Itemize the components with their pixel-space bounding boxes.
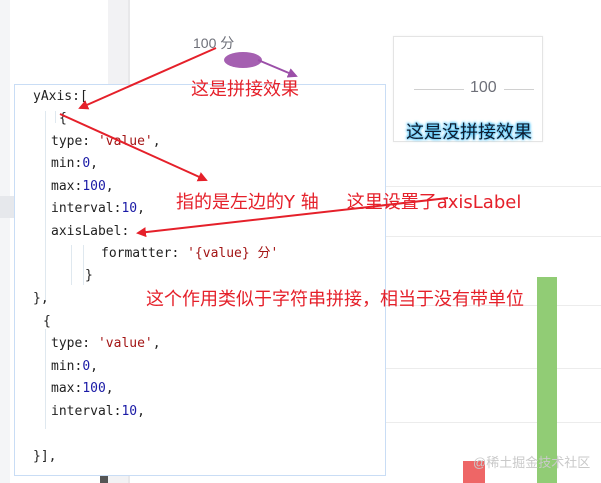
code-line: axisLabel: (51, 224, 130, 239)
annotation-concat-effect: 这是拼接效果 (191, 79, 299, 100)
code-line: yAxis:[ (33, 89, 88, 104)
right-axis-preview: 100 (393, 36, 543, 142)
annotation-set-axis-label: 这里设置了axisLabel (346, 192, 522, 213)
grid-line (386, 186, 601, 187)
indent-guide (45, 329, 46, 429)
code-key: interval: (51, 201, 122, 216)
annotation-no-concat-effect: 这是没拼接效果 (406, 122, 532, 143)
code-punct: , (137, 201, 145, 216)
code-punct: , (105, 381, 114, 396)
annotation-string-concat: 这个作用类似于字符串拼接，相当于没有带单位 (146, 289, 524, 310)
code-line: min:0, (51, 156, 98, 172)
code-punct: , (152, 336, 161, 351)
code-line: interval:10, (51, 404, 145, 420)
indent-guide (55, 111, 56, 123)
code-line: type: 'value', (51, 336, 161, 352)
grid-line (386, 236, 601, 237)
code-line: max:100, (51, 381, 114, 397)
code-key: type: (51, 134, 98, 149)
grid-line (386, 422, 601, 423)
code-line: interval:10, (51, 201, 145, 217)
arrow-to-blob (257, 59, 298, 78)
axis-tick-line (414, 89, 464, 90)
grid-line (386, 368, 601, 369)
code-key: min: (51, 156, 83, 171)
watermark: @稀土掘金技术社区 (473, 455, 591, 470)
indent-guide (45, 111, 46, 301)
left-edge-band (0, 196, 14, 218)
green-bar (537, 277, 557, 483)
code-number: 10 (121, 201, 138, 216)
code-line: { (43, 314, 51, 329)
code-punct: , (137, 404, 145, 419)
code-string: 'value' (97, 336, 153, 351)
code-line: min:0, (51, 359, 98, 375)
grid-line (386, 305, 601, 306)
code-number: 100 (82, 381, 106, 396)
code-key: type: (51, 336, 98, 351)
code-key: max: (51, 381, 83, 396)
code-line: type: 'value', (51, 134, 161, 150)
annotation-refers-left-axis: 指的是左边的Y 轴 (176, 192, 319, 213)
code-key: formatter: (101, 246, 188, 261)
indent-guide (83, 245, 84, 285)
code-punct: , (90, 359, 98, 374)
code-punct: , (105, 179, 114, 194)
code-line: } (85, 268, 93, 283)
indent-guide (71, 245, 72, 285)
code-punct: , (152, 134, 161, 149)
code-punct: , (90, 156, 98, 171)
dark-bar (100, 474, 108, 483)
code-key: min: (51, 359, 83, 374)
code-number: 0 (82, 359, 91, 374)
code-line: formatter: '{value} 分' (101, 246, 278, 262)
code-line: { (59, 111, 67, 126)
axis-tick-line (504, 89, 534, 90)
code-line: max:100, (51, 179, 114, 195)
code-key: interval: (51, 404, 122, 419)
code-number: 0 (82, 156, 91, 171)
code-string: '{value} 分' (187, 246, 279, 261)
code-panel: yAxis:[ { type: 'value', min:0, max:100,… (14, 84, 386, 476)
code-line: }], (33, 449, 57, 464)
left-edge-strip (0, 0, 10, 483)
code-line: }, (33, 291, 49, 306)
code-number: 10 (121, 404, 138, 419)
annotation-left-axis: 指的是左边的Y 轴 这里设置了axisLabel (176, 188, 521, 214)
code-string: 'value' (97, 134, 153, 149)
y-axis-top-label: 100 分 (193, 35, 235, 51)
right-axis-label: 100 (470, 79, 497, 96)
red-bar (463, 461, 485, 483)
code-number: 100 (82, 179, 106, 194)
highlight-blob (224, 52, 262, 68)
code-key: max: (51, 179, 83, 194)
